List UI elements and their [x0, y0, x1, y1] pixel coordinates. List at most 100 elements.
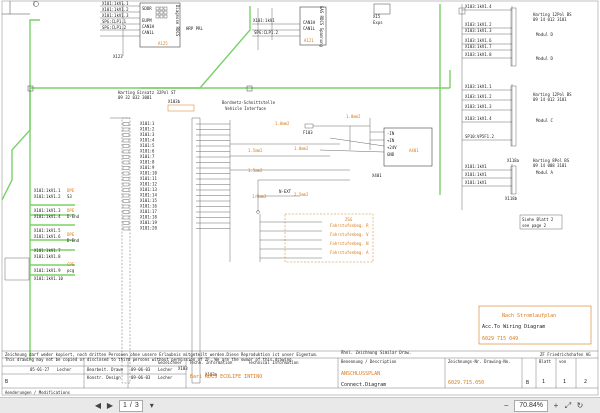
grp-dpe-3: DPE — [67, 232, 75, 237]
x101-label: X101:10 — [140, 171, 157, 176]
zeichnungs-label: Zeichnungs-Nr. Drawing-No. — [448, 359, 511, 364]
svg-text:X101:1kV1: X101:1kV1 — [465, 164, 487, 169]
siehe-blatt-box[interactable] — [519, 214, 563, 230]
connector-dot-grid — [155, 6, 168, 19]
svg-text:X101:1kV1.8: X101:1kV1.8 — [34, 254, 61, 259]
page-separator: / — [129, 402, 132, 409]
svg-text:Exps: Exps — [373, 20, 383, 25]
next-page-icon[interactable]: ▶ — [106, 401, 114, 410]
page-down-icon[interactable]: ▾ — [149, 401, 154, 410]
svg-text:X101:1kV1.3: X101:1kV1.3 — [34, 208, 61, 213]
x103a-label: X103a — [205, 372, 218, 377]
sheet-total: 2 — [584, 379, 587, 385]
svg-text:X103:1kV1.1: X103:1kV1.1 — [465, 84, 492, 89]
ahnl-label: Ähnl. Zeichnung — [341, 350, 378, 355]
modul-d-label: Modul D — [536, 32, 553, 37]
svg-text:X118a: X118a — [507, 158, 520, 163]
x101-label: X101:11 — [140, 176, 157, 181]
x101-label: X101:9 — [140, 165, 155, 170]
x101-label: X101:5 — [140, 143, 155, 148]
svg-text:X103:1kV1.6: X103:1kV1.6 — [465, 38, 492, 43]
green-wires — [1, 4, 451, 360]
zoom-in-icon[interactable]: + — [553, 401, 559, 410]
top-left-ticks — [2, 1, 39, 15]
svg-text:X118b: X118b — [505, 196, 518, 201]
connector-pin — [122, 193, 130, 198]
bordnetz-title: Bordnetz-Schnittstelle — [222, 100, 276, 105]
connector-x15-label: X15 — [373, 14, 381, 19]
svg-text:X101:1kV1.1: X101:1kV1.1 — [34, 188, 61, 193]
grp-dend-2: D-End — [67, 238, 80, 243]
connector-pin — [122, 226, 130, 231]
prev-page-icon[interactable]: ◀ — [94, 401, 102, 410]
fuse-f103-label: F103 — [303, 130, 313, 135]
x101-label: X101:19 — [140, 220, 157, 225]
fit-width-icon[interactable]: ⤢ — [564, 400, 572, 410]
revision: B — [526, 380, 529, 386]
connector-pin — [122, 182, 130, 187]
date1: 05-01-27 — [30, 367, 50, 372]
module-a125[interactable] — [139, 2, 181, 48]
page-total: 3 — [134, 402, 139, 409]
page-indicator[interactable]: 1 / 3 — [119, 399, 143, 412]
junction-left — [27, 85, 34, 92]
connector-pin — [122, 122, 130, 126]
label-ifr-sub: HRP PRL — [186, 26, 203, 31]
pin-can1h: CAN1H — [142, 24, 155, 29]
svg-text:X103:1kV1.8: X103:1kV1.8 — [465, 52, 492, 57]
x101-label: X101:14 — [140, 193, 157, 198]
svg-text:X101:1kV1.7: X101:1kV1.7 — [34, 248, 61, 253]
svg-text:SPG:CLP1.2: SPG:CLP1.2 — [254, 30, 279, 35]
grp-dend-1: D-End — [67, 214, 80, 219]
zsg-line-1: Fahrstufenbeg. R — [330, 223, 369, 228]
harting-d-title: Harting 12Pol BS — [533, 12, 572, 17]
zsg-box[interactable] — [284, 213, 374, 263]
module-a121[interactable] — [299, 6, 327, 46]
rotate-icon[interactable]: ↻ — [576, 401, 584, 410]
svg-text:X101:1kV1: X101:1kV1 — [465, 180, 487, 185]
svg-text:X101:1kV1.2: X101:1kV1.2 — [34, 194, 61, 199]
x101-label-list: X101:1X101:2X101:3X101:4X101:5X101:6X101… — [140, 121, 157, 231]
harting-a-title: Harting 8Pol BS — [533, 158, 570, 163]
svg-text:SPG:CLP1.1: SPG:CLP1.1 — [102, 19, 127, 24]
similar-label: Similar Draw. — [380, 350, 411, 355]
drawing-border — [1, 0, 599, 396]
title-block — [2, 350, 598, 389]
module-a125-label: A125 — [158, 41, 168, 46]
info-line-1: Nach Stromlaufplan — [502, 313, 556, 319]
connector-x15[interactable] — [373, 3, 391, 15]
svg-text:CAN1H: CAN1H — [303, 20, 316, 25]
connector-pin — [122, 155, 130, 159]
zsg-label: ZSG — [345, 217, 353, 222]
drawing-number: 6029.715.050 — [448, 380, 484, 386]
page-current: 1 — [123, 402, 127, 409]
modul-c-label: Modul C — [536, 118, 553, 123]
grp-pcg: pcg — [67, 268, 75, 273]
svg-text:X101:1kV1.9: X101:1kV1.9 — [34, 268, 61, 273]
info-line-3: 6029 715 049 — [482, 336, 518, 342]
module-a121-label: A121 — [304, 38, 314, 43]
product-name: Bari RDCS ECOLIFE INTINO — [190, 374, 262, 380]
bearb-label: Bearbeit. Drawn — [87, 367, 124, 372]
module-a401-label: A401 — [409, 148, 419, 153]
copyright-en: This drawing may not be copied or disclo… — [5, 357, 294, 362]
company-name: ZF Friedrichshafen AG — [540, 352, 591, 357]
zoom-level[interactable]: 70.84% — [514, 399, 548, 412]
connector-pin — [122, 204, 130, 209]
svg-text:X103:1kV1.2: X103:1kV1.2 — [465, 94, 492, 99]
date2: 09-06-03 — [131, 367, 151, 372]
connector-pin — [122, 144, 130, 148]
a121-wires — [252, 8, 300, 50]
x101-label: X101:1 — [140, 121, 155, 126]
svg-text:X101:1kV1: X101:1kV1 — [465, 172, 487, 177]
info-line-2: Acc.To Wiring Diagram — [482, 324, 545, 330]
harting-d-part: 09 14 012 3101 — [533, 17, 567, 22]
title-de: ANSCHLUSSPLAN — [341, 371, 380, 377]
x101-label: X101:16 — [140, 204, 157, 209]
siehe-blatt: Siehe Blatt 2 — [522, 217, 554, 222]
zoom-out-icon[interactable]: − — [503, 401, 509, 410]
sheet-number: 1 — [542, 379, 545, 385]
modul-a-label: Modul A — [536, 170, 553, 175]
module-a401[interactable] — [383, 127, 433, 167]
next-label: N-EXT — [279, 189, 292, 194]
